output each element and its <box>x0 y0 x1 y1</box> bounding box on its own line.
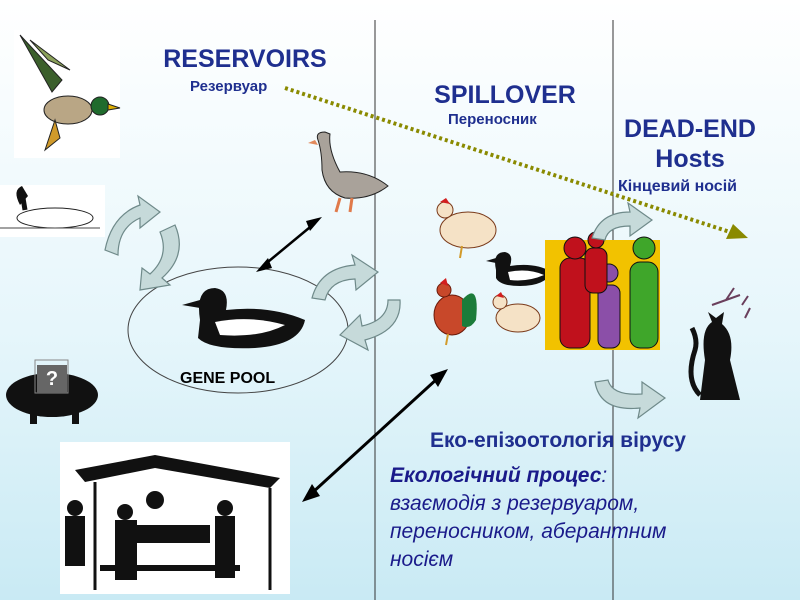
pig-icon <box>6 359 98 424</box>
market-stall-icon <box>60 442 290 594</box>
eco-heading: Еко-епізоотологія вірусу <box>430 429 686 452</box>
reservoirs-title: RESERVOIRS <box>163 45 327 73</box>
cat-icon <box>688 312 740 400</box>
flying-duck-icon <box>14 30 121 158</box>
branch-icon <box>711 287 751 319</box>
small-duck-icon <box>486 252 552 286</box>
gene-pool-label: GENE POOL <box>180 370 276 387</box>
spillover-subtitle: Переносник <box>448 111 537 128</box>
hen-small-icon <box>492 292 541 333</box>
eco-bold-lead: Екологічний процес <box>390 464 602 487</box>
goose-icon <box>0 185 105 237</box>
rooster-icon <box>433 278 477 346</box>
swirl-arrow-top-right <box>591 201 654 241</box>
grey-goose-icon <box>308 131 389 213</box>
question-mark-box: ? <box>37 365 67 393</box>
swirl-arrow-left <box>104 194 180 291</box>
spillover-title: SPILLOVER <box>434 81 576 109</box>
black-duck-icon <box>182 288 305 349</box>
swirl-arrow-bottom-right <box>594 379 667 420</box>
people-group-icon <box>545 231 660 350</box>
eco-line-3: переносником, аберантним <box>390 520 667 543</box>
eco-line-1: Екологічний процес: <box>390 462 790 490</box>
hen-icon <box>436 198 497 259</box>
deadend-subtitle: Кінцевий носій <box>618 178 737 195</box>
deadend-title-line1: DEAD-END <box>624 115 756 143</box>
eco-lead-suffix: : <box>601 464 608 487</box>
reservoirs-subtitle: Резервуар <box>190 78 268 95</box>
trend-arrow-head <box>726 224 748 239</box>
swirl-arrow-center <box>311 253 401 352</box>
reservoir-double-arrow <box>256 217 322 272</box>
market-spillover-arrow <box>302 369 448 502</box>
eco-description: Екологічний процес: взаємодія з резервуа… <box>390 462 790 574</box>
eco-line-2: взаємодія з резервуаром, <box>390 492 640 515</box>
deadend-title-line2: Hosts <box>655 145 725 173</box>
eco-line-4: носієм <box>390 548 454 571</box>
